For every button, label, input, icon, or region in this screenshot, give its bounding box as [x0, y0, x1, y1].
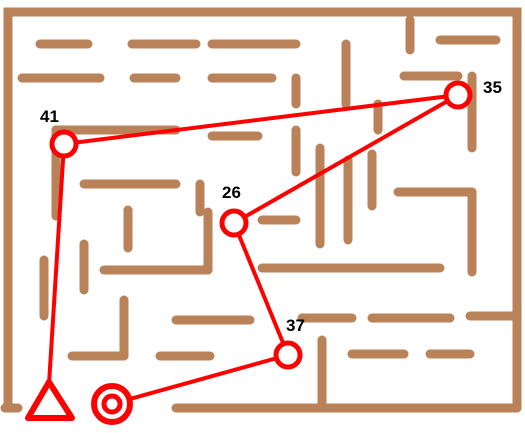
waypoint-37-label: 37 — [286, 316, 305, 335]
waypoint-41-circle — [49, 129, 79, 159]
waypoint-37-circle — [273, 340, 303, 370]
maze-walls — [0, 7, 522, 413]
waypoint-41-label: 41 — [40, 107, 59, 126]
outer-wall — [3, 7, 522, 413]
double-circle-icon — [91, 383, 133, 425]
waypoint-35-circle — [443, 80, 473, 110]
waypoint-26-circle — [219, 208, 249, 238]
waypoint-35-label: 35 — [483, 78, 502, 97]
triangle-icon — [25, 379, 75, 421]
waypoint-26-label: 26 — [222, 183, 241, 202]
route-line — [47, 93, 460, 406]
